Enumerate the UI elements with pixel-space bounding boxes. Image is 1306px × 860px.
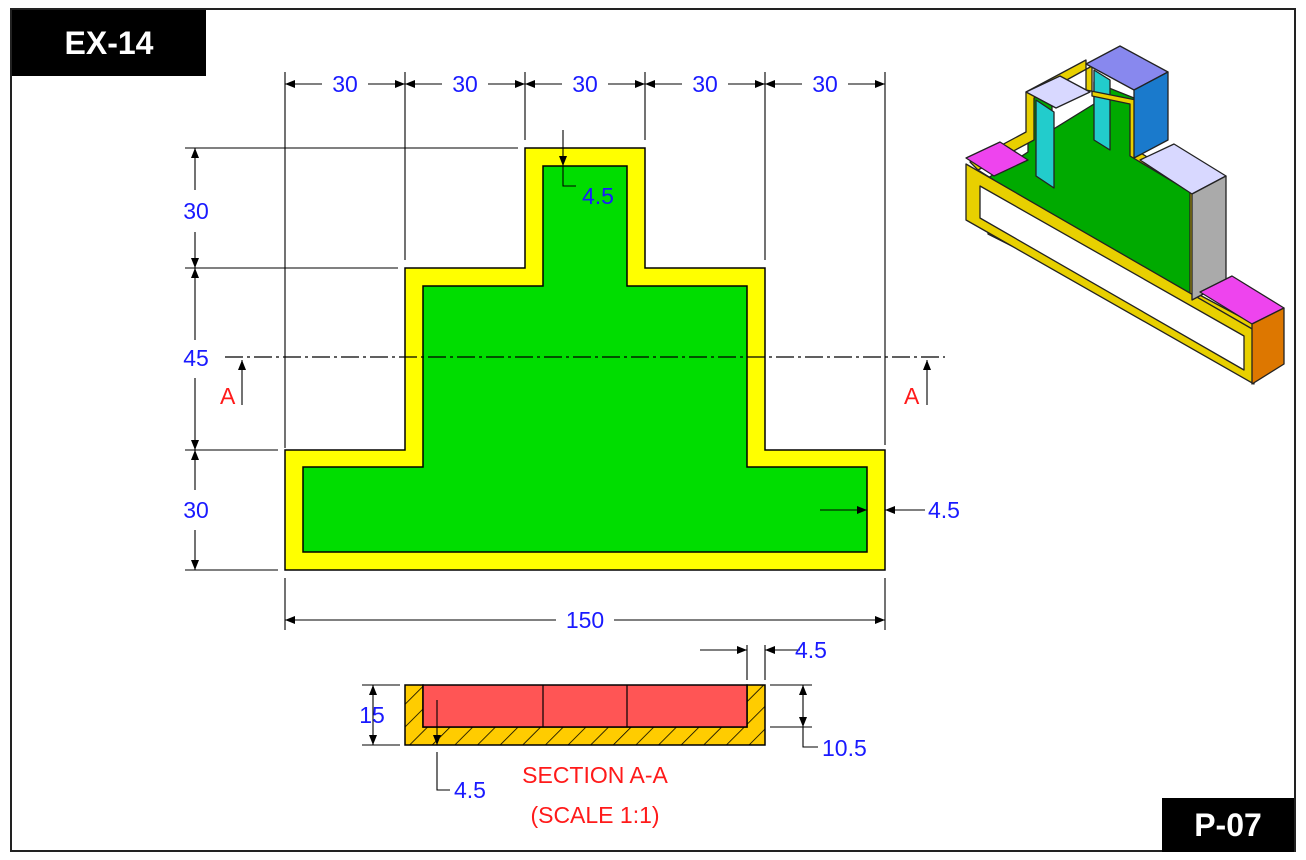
left-dim-3: 30	[183, 497, 209, 523]
iso-inner-wall-top	[1093, 69, 1111, 151]
top-wall-leader-tail	[562, 166, 576, 187]
extension-lines	[185, 72, 886, 630]
left-dim-2: 45	[183, 345, 209, 371]
top-dim-5: 30	[812, 71, 838, 97]
top-dim-3: 30	[572, 71, 598, 97]
iso-front-inner	[979, 185, 1245, 371]
section-marker-right: A	[904, 383, 920, 409]
iso-top-step-lavender	[1025, 75, 1091, 109]
plan-inner-floor	[302, 165, 868, 553]
section-inner-depth: 10.5	[822, 735, 867, 761]
page-label: P-07	[1162, 798, 1294, 852]
section-bottom-thickness: 4.5	[454, 777, 486, 803]
top-dim-1: 30	[332, 71, 358, 97]
top-dim-2: 30	[452, 71, 478, 97]
section-scale: (SCALE 1:1)	[530, 802, 659, 828]
section-title: SECTION A-A	[522, 762, 668, 788]
section-marker-left: A	[220, 383, 236, 409]
section-view	[404, 684, 766, 746]
section-wall-thickness: 4.5	[795, 637, 827, 663]
iso-top-left-magenta	[965, 141, 1029, 177]
iso-peak-side-blue	[1133, 71, 1169, 159]
section-height: 15	[359, 702, 385, 728]
iso-inner-wall-mid	[1035, 99, 1055, 189]
right-wall-thickness: 4.5	[928, 497, 960, 523]
left-dim-1: 30	[183, 198, 209, 224]
overall-width: 150	[566, 607, 604, 633]
section-cavity	[422, 684, 748, 728]
exercise-label: EX-14	[12, 10, 206, 76]
iso-end-face-orange	[1251, 307, 1285, 385]
isometric-view	[965, 45, 1285, 385]
plan-view	[225, 147, 945, 571]
top-wall-thickness: 4.5	[582, 183, 614, 209]
top-dim-4: 30	[692, 71, 718, 97]
